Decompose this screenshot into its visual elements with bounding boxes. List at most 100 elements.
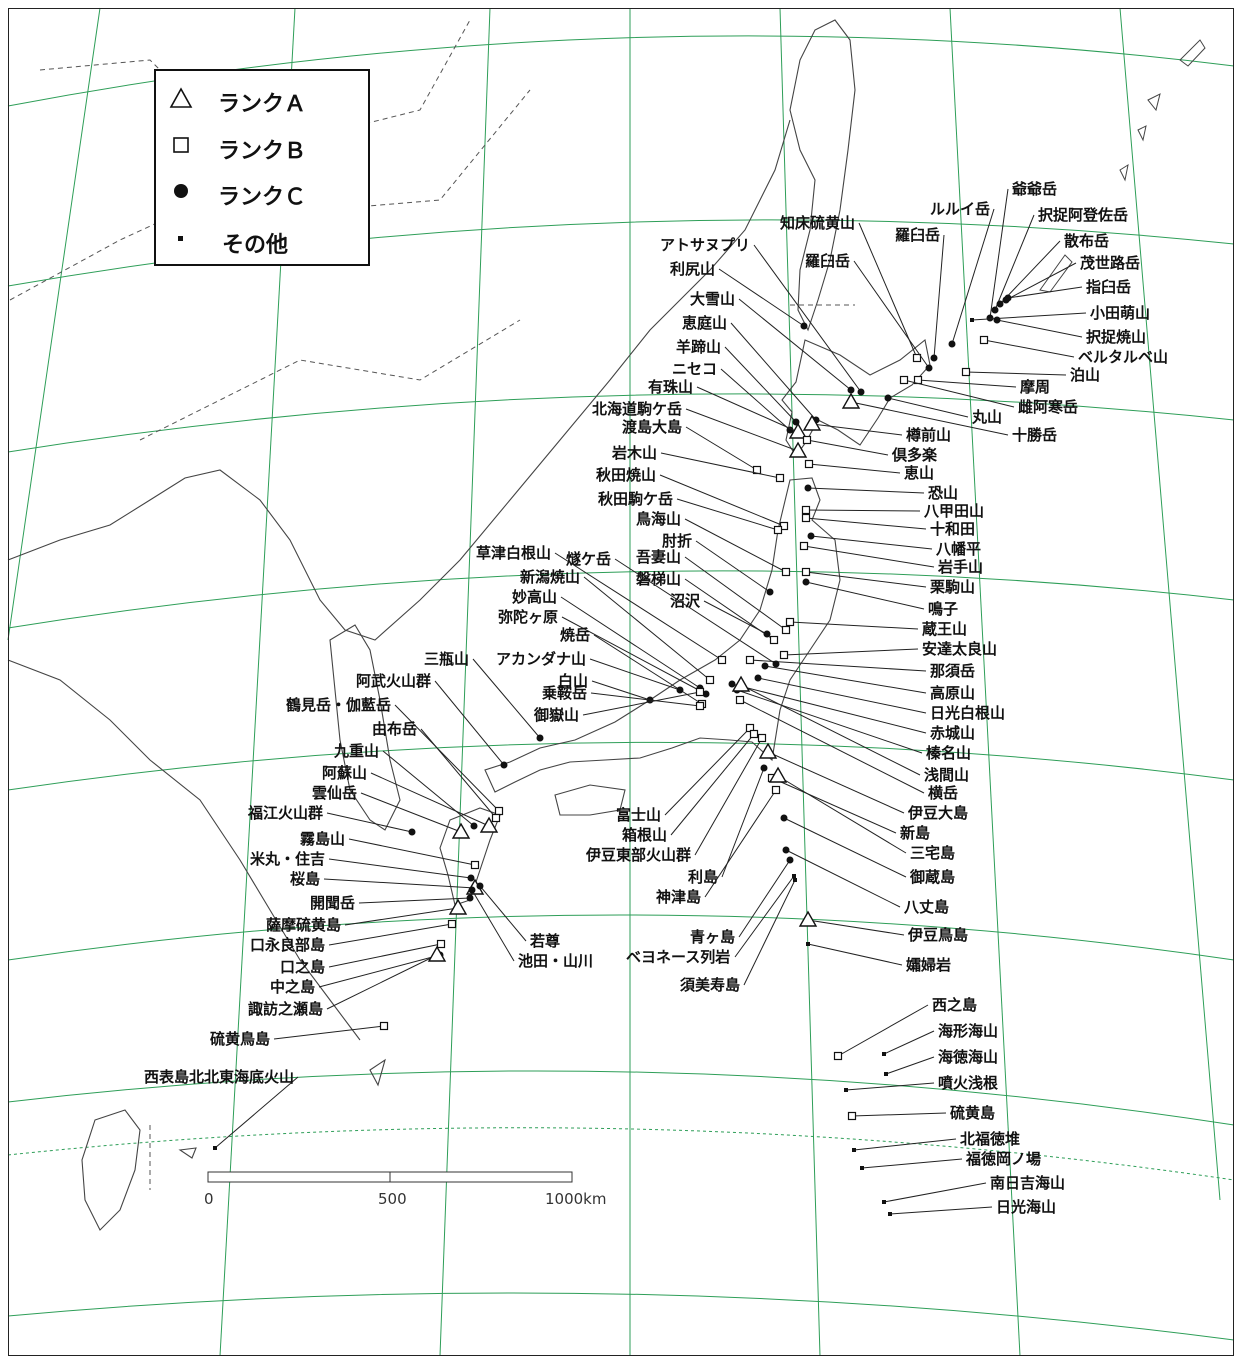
volcano-label: 草津白根山	[476, 544, 551, 562]
volcano-label: 口之島	[280, 958, 325, 976]
leader-line	[318, 954, 441, 988]
leader-line	[583, 576, 711, 681]
leader-line	[273, 1025, 385, 1040]
volcano-label: 白山	[558, 672, 588, 690]
square-icon	[173, 137, 189, 153]
small-square-marker	[844, 1088, 848, 1092]
legend-label: ランクＢ	[218, 139, 307, 164]
leader-line	[783, 648, 919, 656]
leader-line	[883, 1182, 987, 1203]
leader-line	[917, 379, 1017, 388]
volcano-label: 岩木山	[611, 444, 657, 462]
square-marker	[799, 541, 809, 551]
circle-marker	[802, 578, 810, 586]
volcano-label: 爺爺岳	[1011, 180, 1057, 198]
small-square-marker	[793, 878, 797, 882]
square-marker	[379, 1021, 389, 1031]
volcano-label: 由布岳	[372, 720, 417, 738]
square-marker	[775, 473, 785, 483]
legend-item-rank-c: ランクＣ	[156, 172, 366, 212]
square-marker	[717, 655, 727, 665]
leader-line	[885, 1056, 935, 1075]
leader-line	[753, 244, 862, 393]
triangle-marker	[788, 441, 808, 458]
legend-label: ランクＡ	[218, 92, 307, 117]
volcano-label: 樽前山	[906, 426, 951, 444]
leader-line	[807, 487, 925, 494]
leader-line	[394, 704, 500, 812]
volcano-label: 米丸・住吉	[250, 850, 325, 868]
volcano-label: 弥陀ヶ原	[498, 608, 558, 626]
volcano-label: 乗鞍岳	[542, 684, 587, 702]
circle-marker	[986, 314, 994, 322]
leader-line	[861, 1158, 963, 1169]
square-marker	[745, 655, 755, 665]
legend-item-other: その他	[156, 220, 366, 260]
circle-marker	[766, 588, 774, 596]
leader-line	[382, 750, 475, 827]
volcano-label: 那須岳	[930, 662, 975, 680]
volcano-markers: 知床硫黄山羅臼岳羅臼岳ルルイ岳爺爺岳択捉阿登佐岳散布岳茂世路岳指臼岳小田萌山択捉…	[144, 180, 1168, 1216]
volcano-label: 利尻山	[670, 260, 715, 278]
leader-line	[591, 680, 651, 701]
square-marker	[773, 525, 783, 535]
circle-marker	[847, 386, 855, 394]
leader-line	[994, 214, 1035, 311]
leader-line	[853, 1138, 957, 1151]
volcano-label: 燧ケ岳	[566, 550, 611, 568]
circle-marker	[804, 484, 812, 492]
leader-line	[808, 463, 901, 474]
leader-line	[590, 692, 701, 707]
leader-line	[789, 621, 919, 630]
leader-line	[805, 571, 927, 588]
leader-line	[805, 509, 921, 512]
leader-line	[811, 423, 903, 436]
small-square-marker	[806, 942, 810, 946]
circle-marker	[786, 426, 794, 434]
circle-marker	[468, 886, 476, 894]
volcano-label: 羊蹄山	[676, 338, 721, 356]
square-marker	[781, 625, 791, 635]
volcano-label: 秋田焼山	[596, 466, 656, 484]
volcano-label: 口永良部島	[250, 936, 325, 954]
triangle-marker	[788, 422, 808, 439]
volcano-label: 小田萌山	[1090, 304, 1150, 322]
leader-line	[767, 751, 905, 814]
volcano-label: 雌阿寒岳	[1018, 398, 1078, 416]
circle-marker	[702, 690, 710, 698]
volcano-label: 御蔵島	[909, 868, 955, 886]
volcano-label: 沼沢	[670, 592, 701, 610]
volcano-label: 伊豆大島	[907, 804, 968, 822]
leader-line	[803, 545, 935, 568]
volcano-label: 恐山	[928, 484, 958, 502]
volcano-label: 八幡平	[935, 540, 981, 558]
square-marker	[779, 650, 789, 660]
leader-line	[951, 208, 995, 345]
leader-line	[360, 792, 462, 833]
leader-line	[696, 386, 799, 433]
filled-circle-icon	[174, 184, 188, 198]
leader-line	[757, 677, 927, 714]
triangle-marker	[448, 898, 468, 915]
volcano-label: 八丈島	[903, 898, 949, 916]
legend: ランクＡ ランクＢ ランクＣ その他	[154, 69, 370, 266]
volcano-label: 青ヶ島	[690, 928, 735, 946]
leader-line	[724, 346, 797, 423]
leader-line	[739, 699, 925, 794]
circle-marker	[991, 306, 999, 314]
legend-item-rank-b: ランクＢ	[156, 126, 366, 166]
small-square-marker	[213, 1146, 217, 1150]
volcano-label: 指臼岳	[1086, 278, 1131, 296]
leader-line	[703, 600, 768, 635]
volcano-label: 九重山	[333, 742, 379, 760]
circle-marker	[763, 630, 771, 638]
volcano-label: 三宅島	[910, 844, 955, 862]
map-frame	[8, 8, 1234, 1356]
leader-line	[328, 943, 442, 968]
circle-marker	[466, 894, 474, 902]
volcano-label: 高原山	[930, 684, 975, 702]
leader-line	[805, 581, 925, 610]
leader-line	[999, 240, 1061, 305]
legend-label: その他	[222, 233, 289, 258]
